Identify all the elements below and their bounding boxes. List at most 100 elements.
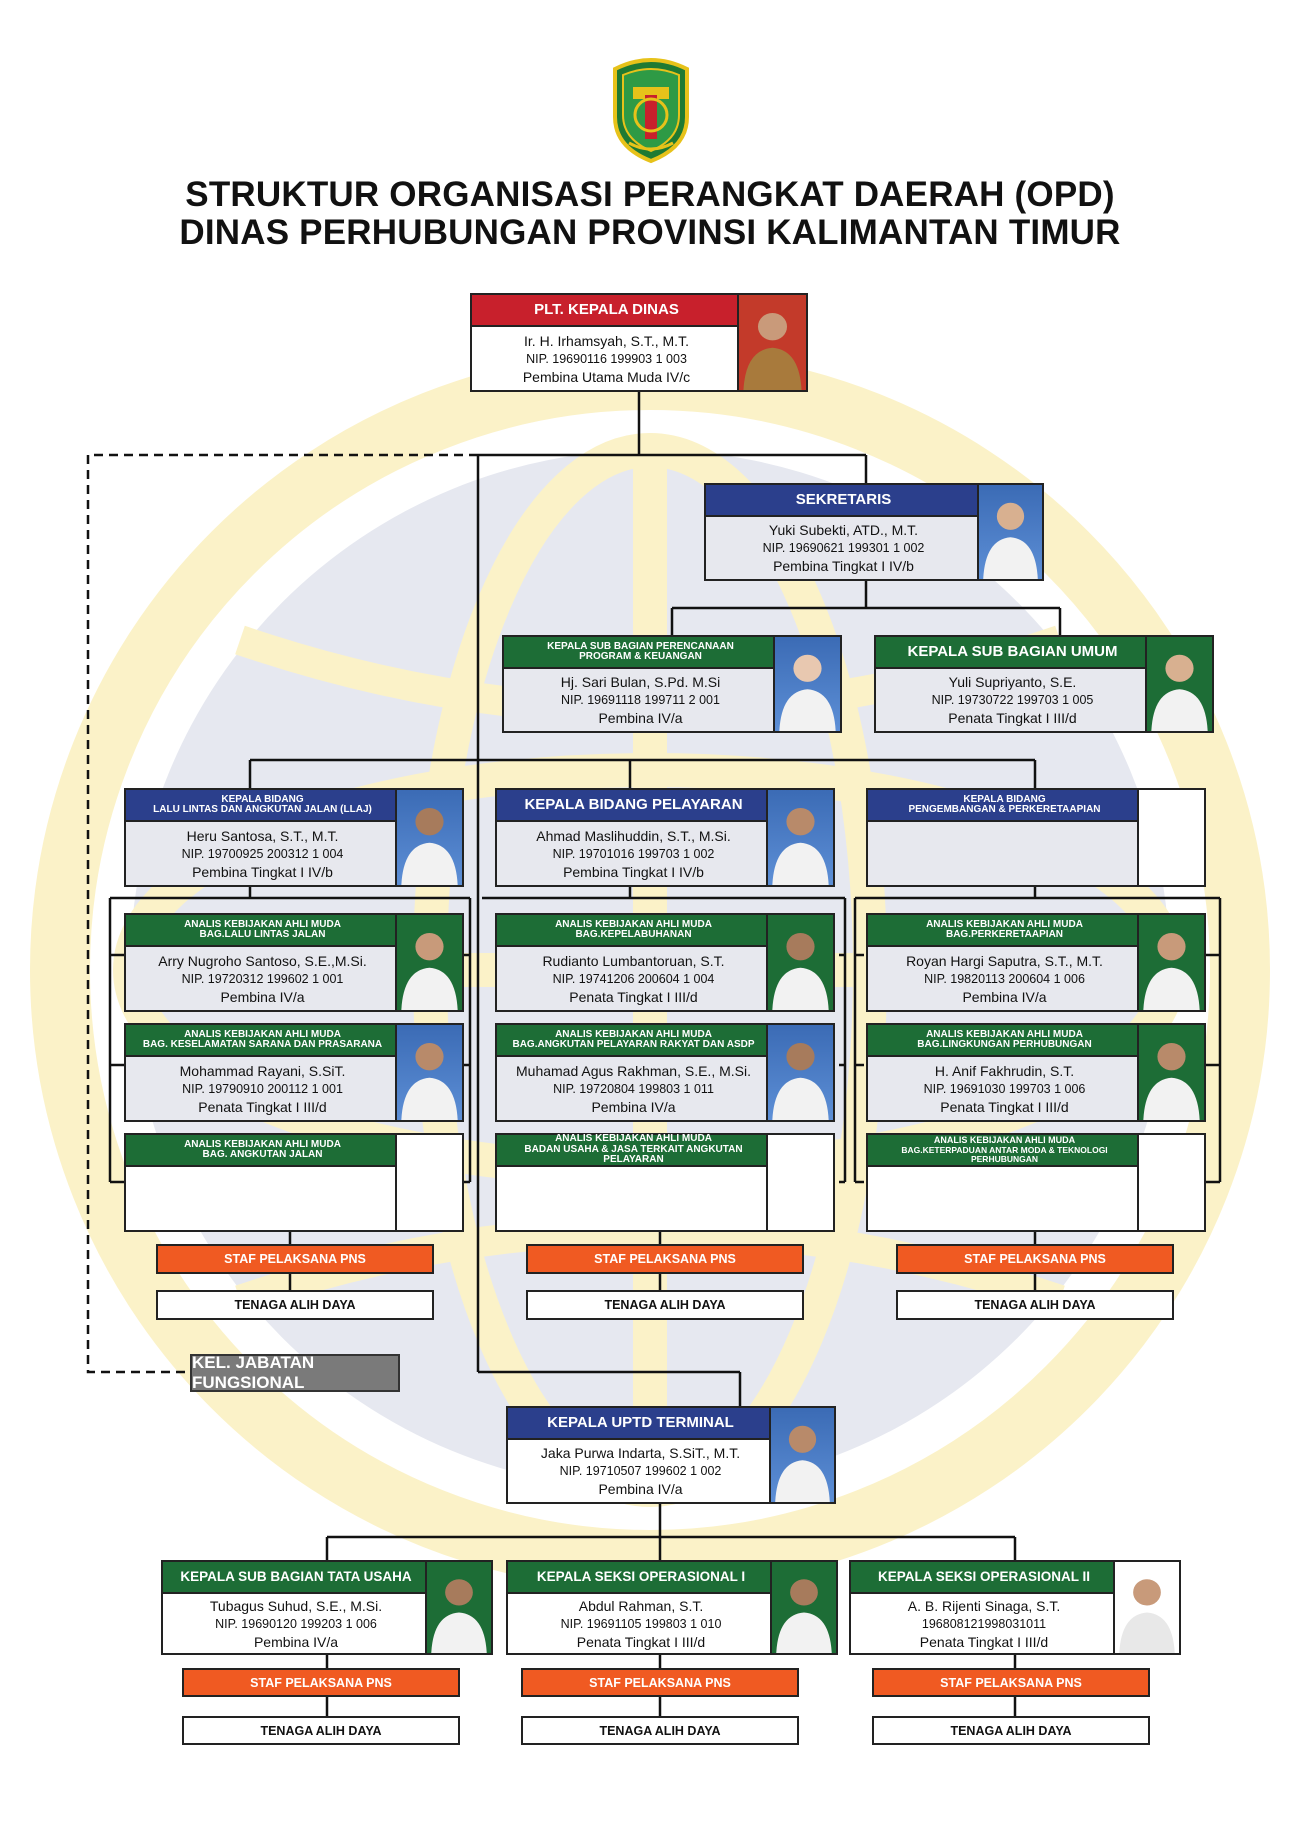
kepala-nip: NIP. 19690116 199903 1 003 bbox=[526, 351, 687, 366]
analis-llaj-3-card: ANALIS KEBIJAKAN AHLI MUDA BAG. ANGKUTAN… bbox=[124, 1133, 464, 1232]
uptd-role: KEPALA UPTD TERMINAL bbox=[547, 1414, 734, 1432]
analis-llaj-3-role-2: BAG. ANGKUTAN JALAN bbox=[202, 1149, 323, 1160]
person-photo-icon bbox=[425, 1562, 491, 1653]
uptd-tu-card: KEPALA SUB BAGIAN TATA USAHA Tubagus Suh… bbox=[161, 1560, 493, 1655]
person-photo-icon bbox=[769, 1408, 834, 1502]
staf-pns-llaj: STAF PELAKSANA PNS bbox=[156, 1244, 434, 1274]
uptd-tu-name: Tubagus Suhud, S.E., M.Si. bbox=[209, 1597, 383, 1614]
uptd-tu-grade: Pembina IV/a bbox=[253, 1633, 339, 1650]
uptd-ops1-grade: Penata Tingkat I III/d bbox=[576, 1633, 706, 1650]
tenaga-alih-daya-uptd-ops2: TENAGA ALIH DAYA bbox=[872, 1716, 1150, 1745]
analis-ka-2-card: ANALIS KEBIJAKAN AHLI MUDA BAG.LINGKUNGA… bbox=[866, 1023, 1206, 1122]
subbag-program-card: KEPALA SUB BAGIAN PERENCANAAN PROGRAM & … bbox=[502, 635, 842, 733]
person-photo-icon bbox=[773, 637, 840, 731]
empty-photo-slot bbox=[766, 1135, 833, 1230]
tenaga-alih-daya-pelayaran: TENAGA ALIH DAYA bbox=[526, 1290, 804, 1320]
analis-llaj-1-name: Arry Nugroho Santoso, S.E.,M.Si. bbox=[158, 952, 367, 969]
uptd-ops1-name: Abdul Rahman, S.T. bbox=[578, 1597, 704, 1614]
analis-pel-1-grade: Penata Tingkat I III/d bbox=[569, 988, 698, 1005]
staf-pns-uptd-ops1: STAF PELAKSANA PNS bbox=[521, 1668, 799, 1697]
subbag-umum-nip: NIP. 19730722 199703 1 005 bbox=[931, 693, 1094, 707]
person-photo-icon bbox=[395, 790, 462, 885]
bidang-pelayaran-grade: Pembina Tingkat I IV/b bbox=[563, 863, 704, 880]
subbag-program-nip: NIP. 19691118 199711 2 001 bbox=[561, 693, 720, 707]
analis-pel-2-grade: Pembina IV/a bbox=[591, 1098, 676, 1115]
analis-pel-1-role-1: ANALIS KEBIJAKAN AHLI MUDA bbox=[555, 918, 712, 930]
analis-pel-2-card: ANALIS KEBIJAKAN AHLI MUDA BAG.ANGKUTAN … bbox=[495, 1023, 835, 1122]
bidang-llaj-name: Heru Santosa, S.T., M.T. bbox=[186, 827, 339, 844]
analis-llaj-2-role-2: BAG. KESELAMATAN SARANA DAN PRASARANA bbox=[142, 1039, 383, 1050]
analis-pel-1-nip: NIP. 19741206 200604 1 004 bbox=[552, 971, 715, 986]
analis-pel-3-card: ANALIS KEBIJAKAN AHLI MUDA BADAN USAHA &… bbox=[495, 1133, 835, 1232]
person-photo-icon bbox=[1145, 637, 1212, 731]
person-photo-icon bbox=[766, 790, 833, 885]
empty-photo-slot bbox=[1137, 790, 1204, 885]
subbag-program-name: Hj. Sari Bulan, S.Pd. M.Si bbox=[560, 674, 721, 690]
analis-llaj-2-card: ANALIS KEBIJAKAN AHLI MUDA BAG. KESELAMA… bbox=[124, 1023, 464, 1122]
subbag-program-role-2: PROGRAM & KEUANGAN bbox=[579, 651, 702, 662]
analis-ka-2-name: H. Anif Fakhrudin, S.T. bbox=[934, 1062, 1075, 1079]
tenaga-alih-daya-kereta: TENAGA ALIH DAYA bbox=[896, 1290, 1174, 1320]
sekretaris-name: Yuki Subekti, ATD., M.T. bbox=[768, 522, 919, 538]
staf-pns-kereta: STAF PELAKSANA PNS bbox=[896, 1244, 1174, 1274]
uptd-tu-nip: NIP. 19690120 199203 1 006 bbox=[215, 1616, 377, 1631]
bidang-pelayaran-card: KEPALA BIDANG PELAYARAN Ahmad Maslihuddi… bbox=[495, 788, 835, 887]
subbag-program-role-1: KEPALA SUB BAGIAN PERENCANAAN bbox=[547, 640, 734, 652]
bidang-kereta-card: KEPALA BIDANG PENGEMBANGAN & PERKERETAAP… bbox=[866, 788, 1206, 887]
person-photo-icon bbox=[766, 915, 833, 1010]
uptd-ops1-card: KEPALA SEKSI OPERASIONAL I Abdul Rahman,… bbox=[506, 1560, 838, 1655]
analis-pel-3-role-1: ANALIS KEBIJAKAN AHLI MUDA bbox=[555, 1133, 712, 1145]
tenaga-alih-daya-uptd-tu: TENAGA ALIH DAYA bbox=[182, 1716, 460, 1745]
uptd-ops2-name: A. B. Rijenti Sinaga, S.T. bbox=[907, 1597, 1061, 1614]
uptd-tu-role: KEPALA SUB BAGIAN TATA USAHA bbox=[180, 1568, 412, 1584]
uptd-terminal-card: KEPALA UPTD TERMINAL Jaka Purwa Indarta,… bbox=[506, 1406, 836, 1504]
analis-ka-2-role-1: ANALIS KEBIJAKAN AHLI MUDA bbox=[926, 1028, 1083, 1040]
bidang-pelayaran-name: Ahmad Maslihuddin, S.T., M.Si. bbox=[536, 827, 731, 844]
uptd-grade: Pembina IV/a bbox=[598, 1481, 683, 1497]
analis-ka-1-nip: NIP. 19820113 200604 1 006 bbox=[924, 971, 1085, 986]
bidang-llaj-role-2: LALU LINTAS DAN ANGKUTAN JALAN (LLAJ) bbox=[153, 804, 372, 815]
analis-ka-2-grade: Penata Tingkat I III/d bbox=[940, 1098, 1069, 1115]
analis-ka-2-role-2: BAG.LINGKUNGAN PERHUBUNGAN bbox=[917, 1039, 1092, 1050]
subbag-umum-role: KEPALA SUB BAGIAN UMUM bbox=[907, 643, 1118, 661]
bidang-pelayaran-nip: NIP. 19701016 199703 1 002 bbox=[552, 846, 715, 861]
uptd-nip: NIP. 19710507 199602 1 002 bbox=[559, 1464, 722, 1478]
kepala-name: Ir. H. Irhamsyah, S.T., M.T. bbox=[524, 332, 689, 349]
subbag-umum-card: KEPALA SUB BAGIAN UMUM Yuli Supriyanto, … bbox=[874, 635, 1214, 733]
person-photo-icon bbox=[737, 295, 806, 390]
staf-pns-pelayaran: STAF PELAKSANA PNS bbox=[526, 1244, 804, 1274]
analis-llaj-2-nip: NIP. 19790910 200112 1 001 bbox=[182, 1081, 343, 1096]
subbag-umum-name: Yuli Supriyanto, S.E. bbox=[948, 674, 1077, 690]
staf-pns-uptd-tu: STAF PELAKSANA PNS bbox=[182, 1668, 460, 1697]
analis-pel-1-card: ANALIS KEBIJAKAN AHLI MUDA BAG.KEPELABUH… bbox=[495, 913, 835, 1012]
analis-ka-1-role-1: ANALIS KEBIJAKAN AHLI MUDA bbox=[926, 918, 1083, 930]
analis-ka-1-role-2: BAG.PERKERETAAPIAN bbox=[945, 929, 1064, 940]
analis-ka-1-card: ANALIS KEBIJAKAN AHLI MUDA BAG.PERKERETA… bbox=[866, 913, 1206, 1012]
uptd-ops2-grade: Penata Tingkat I III/d bbox=[919, 1633, 1049, 1650]
tenaga-alih-daya-uptd-ops1: TENAGA ALIH DAYA bbox=[521, 1716, 799, 1745]
analis-llaj-1-nip: NIP. 19720312 199602 1 001 bbox=[181, 971, 344, 986]
uptd-ops1-role: KEPALA SEKSI OPERASIONAL I bbox=[536, 1568, 746, 1584]
uptd-ops2-role: KEPALA SEKSI OPERASIONAL II bbox=[877, 1568, 1091, 1584]
analis-ka-1-name: Royan Hargi Saputra, S.T., M.T. bbox=[906, 952, 1103, 969]
bidang-llaj-card: KEPALA BIDANG LALU LINTAS DAN ANGKUTAN J… bbox=[124, 788, 464, 887]
kepala-role: PLT. KEPALA DINAS bbox=[534, 301, 679, 319]
empty-photo-slot bbox=[1137, 1135, 1204, 1230]
analis-pel-2-nip: NIP. 19720804 199803 1 011 bbox=[553, 1081, 714, 1096]
analis-pel-2-role-2: BAG.ANGKUTAN PELAYARAN RAKYAT DAN ASDP bbox=[512, 1039, 755, 1050]
person-photo-icon bbox=[1137, 915, 1204, 1010]
analis-ka-2-nip: NIP. 19691030 199703 1 006 bbox=[923, 1081, 1086, 1096]
person-photo-icon bbox=[766, 1025, 833, 1120]
analis-ka-3-card: ANALIS KEBIJAKAN AHLI MUDA BAG.KETERPADU… bbox=[866, 1133, 1206, 1232]
page-title-line1: STRUKTUR ORGANISASI PERANGKAT DAERAH (OP… bbox=[185, 175, 1115, 214]
person-photo-icon bbox=[395, 915, 462, 1010]
kel-jabatan-fungsional: KEL. JABATAN FUNGSIONAL bbox=[190, 1353, 400, 1392]
sekretaris-nip: NIP. 19690621 199301 1 002 bbox=[762, 541, 925, 555]
person-photo-icon bbox=[977, 485, 1042, 579]
uptd-ops2-card: KEPALA SEKSI OPERASIONAL II A. B. Rijent… bbox=[849, 1560, 1181, 1655]
analis-llaj-2-name: Mohammad Rayani, S.SiT. bbox=[179, 1062, 346, 1079]
uptd-name: Jaka Purwa Indarta, S.SiT., M.T. bbox=[540, 1445, 741, 1461]
sekretaris-grade: Pembina Tingkat I IV/b bbox=[773, 558, 914, 574]
staf-pns-uptd-ops2: STAF PELAKSANA PNS bbox=[872, 1668, 1150, 1697]
person-photo-icon bbox=[1137, 1025, 1204, 1120]
